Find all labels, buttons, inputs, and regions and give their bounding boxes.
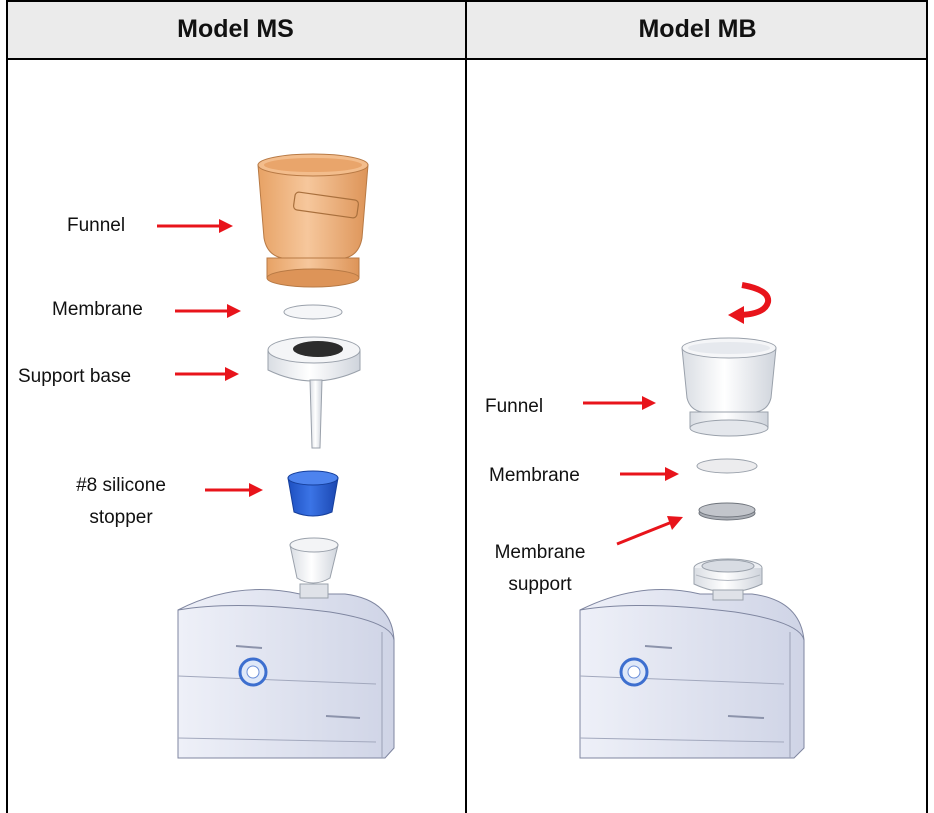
mb-rotate-arrow-icon <box>728 282 772 324</box>
table-right-border <box>926 0 928 813</box>
ms-support-base-part <box>267 336 361 449</box>
label-ms-membrane: Membrane <box>52 299 143 320</box>
mb-funnel-arrow <box>583 396 656 410</box>
table-top-border <box>6 0 928 2</box>
table-center-divider <box>465 0 467 813</box>
mb-funnel-part <box>681 337 777 437</box>
mb-membrane-part <box>696 458 758 474</box>
mb-device <box>579 558 805 759</box>
ms-membrane-part <box>283 304 343 320</box>
header-model-ms: Model MS <box>6 0 465 60</box>
header-model-mb: Model MB <box>467 0 928 60</box>
mb-support-part <box>698 502 756 521</box>
ms-stopper-part <box>287 470 339 517</box>
label-ms-support-base: Support base <box>18 366 132 387</box>
header-model-mb-label: Model MB <box>638 14 757 43</box>
label-ms-stopper: #8 silicone stopper <box>54 470 188 534</box>
ms-device <box>177 537 395 759</box>
comparison-table: Model MS Model MB <box>6 0 928 813</box>
label-ms-stopper-line1: #8 silicone <box>76 475 166 496</box>
mb-membrane-arrow <box>620 467 679 481</box>
ms-funnel-part <box>257 153 369 288</box>
label-mb-funnel: Funnel <box>485 396 544 417</box>
ms-funnel-arrow <box>157 219 233 233</box>
label-mb-membrane: Membrane <box>489 465 580 486</box>
ms-membrane-arrow <box>175 304 241 318</box>
label-mb-support-line1: Membrane <box>494 542 586 563</box>
label-mb-membrane-support: Membrane support <box>480 537 600 601</box>
ms-stopper-arrow <box>205 483 263 497</box>
table-left-border <box>6 0 8 813</box>
label-ms-funnel: Funnel <box>67 215 126 236</box>
mb-support-arrow <box>616 516 683 546</box>
ms-support-base-arrow <box>175 367 239 381</box>
label-mb-support-line2: support <box>508 574 572 595</box>
label-ms-stopper-line2: stopper <box>89 507 153 528</box>
header-model-ms-label: Model MS <box>177 14 294 43</box>
